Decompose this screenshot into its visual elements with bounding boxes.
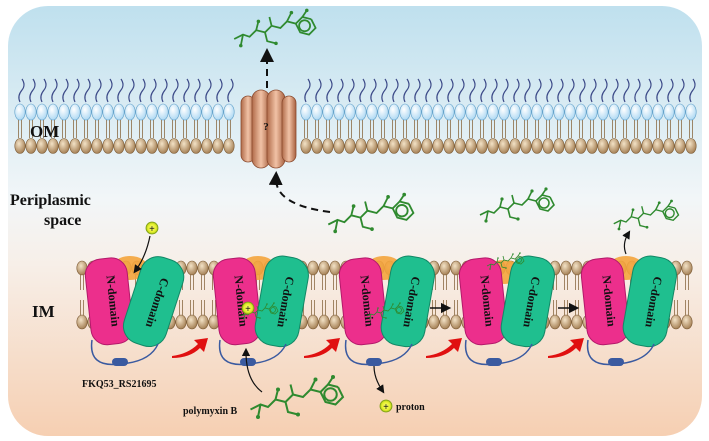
- periplasm-label-line1: Periplasmic: [10, 192, 91, 209]
- proton-icon: +: [379, 399, 393, 413]
- dashed-arrow-icon: [268, 171, 331, 213]
- drug-entry-arrow: [241, 347, 263, 393]
- proton-icon: +: [241, 301, 255, 315]
- svg-text:+: +: [149, 224, 155, 235]
- gene-label: FKQ53_RS21695: [82, 379, 156, 390]
- n-domain-label: N-domain: [477, 275, 496, 328]
- svg-text:+: +: [383, 402, 389, 413]
- n-domain-label: N-domain: [103, 275, 122, 328]
- outer-membrane: [14, 78, 697, 154]
- om-channel: ?: [240, 89, 297, 169]
- n-domain-label: N-domain: [599, 275, 618, 328]
- svg-text:+: +: [245, 304, 251, 315]
- background-panel: [8, 6, 702, 436]
- proton-exit-arrow: [373, 365, 385, 394]
- proton-entry-arrow: [133, 235, 151, 274]
- polymyxin-label: polymyxin B: [183, 406, 238, 417]
- im-label: IM: [32, 302, 55, 321]
- periplasm-label-line2: space: [44, 212, 81, 229]
- om-label: OM: [30, 122, 59, 141]
- drug-exit-arrow: [622, 230, 631, 255]
- channel-question-mark: ?: [263, 121, 269, 133]
- proton-icon: +: [145, 221, 159, 235]
- proton-label: proton: [396, 402, 425, 413]
